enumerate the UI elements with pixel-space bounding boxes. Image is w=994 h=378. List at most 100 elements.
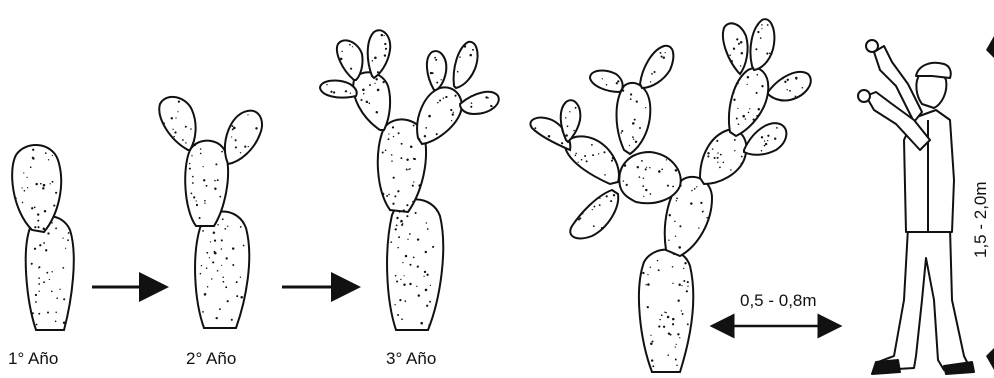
stipple-dot xyxy=(39,244,41,246)
stipple-dot xyxy=(680,185,682,187)
stipple-dot xyxy=(399,211,400,212)
stipple-dot xyxy=(412,201,414,203)
stipple-dot xyxy=(567,125,569,127)
stipple-dot xyxy=(676,365,677,366)
stipple-dot xyxy=(207,286,209,288)
stipple-dot xyxy=(221,239,223,241)
stipple-dot xyxy=(393,136,394,137)
stipple-dot xyxy=(757,31,759,33)
stipple-dot xyxy=(244,146,246,148)
stipple-dot xyxy=(182,139,184,141)
stipple-dot xyxy=(428,115,431,118)
stipple-dot xyxy=(676,344,677,345)
stipple-dot xyxy=(425,289,428,292)
stipple-dot xyxy=(672,266,674,268)
stipple-dot xyxy=(734,150,735,151)
stipple-dot xyxy=(400,220,403,223)
stipple-dot xyxy=(674,193,675,194)
stipple-dot xyxy=(214,180,216,182)
stipple-dot xyxy=(240,152,241,153)
stipple-dot xyxy=(658,269,660,271)
stipple-dot xyxy=(647,283,650,286)
stipple-dot xyxy=(360,99,362,101)
stipple-dot xyxy=(592,154,594,156)
stipple-dot xyxy=(672,186,674,188)
stipple-dot xyxy=(561,142,563,144)
stipple-dot xyxy=(676,198,678,200)
stipple-dot xyxy=(647,306,649,308)
stipple-dot xyxy=(413,125,415,127)
stipple-dot xyxy=(717,152,718,153)
stipple-dot xyxy=(53,205,55,207)
stipple-dot xyxy=(49,279,50,280)
stipple-dot xyxy=(687,323,689,325)
cactus-pad xyxy=(750,19,774,70)
stipple-dot xyxy=(210,241,211,242)
stipple-dot xyxy=(22,202,23,203)
stipple-dot xyxy=(592,209,593,210)
stipple-dot xyxy=(578,161,579,162)
stipple-dot xyxy=(200,273,202,275)
stipple-dot xyxy=(434,57,436,59)
stipple-dot xyxy=(425,127,427,129)
stipple-dot xyxy=(417,238,419,240)
stipple-dot xyxy=(429,301,431,303)
stipple-dot xyxy=(52,155,53,156)
stipple-dot xyxy=(395,275,397,277)
stipple-dot xyxy=(716,140,718,142)
stipple-dot xyxy=(650,266,651,267)
stipple-dot xyxy=(667,354,669,356)
stipple-dot xyxy=(409,264,411,266)
stipple-dot xyxy=(350,93,351,94)
stipple-dot xyxy=(740,65,741,66)
stipple-dot xyxy=(430,72,432,74)
stipple-dot xyxy=(227,226,228,227)
stipple-dot xyxy=(490,105,492,107)
stipple-dot xyxy=(396,217,398,219)
stipple-dot xyxy=(326,84,327,85)
stipple-dot xyxy=(534,127,536,129)
stipple-dot xyxy=(401,143,403,145)
stipple-dot xyxy=(639,127,641,129)
stipple-dot xyxy=(409,233,411,235)
stipple-dot xyxy=(397,190,399,192)
cactus-pad xyxy=(387,199,443,330)
stipple-dot xyxy=(636,100,638,102)
stipple-dot xyxy=(454,95,456,97)
stipple-dot xyxy=(369,84,371,86)
stipple-dot xyxy=(418,294,420,296)
stipple-dot xyxy=(645,168,647,170)
stipple-dot xyxy=(405,255,407,257)
stipple-dot xyxy=(603,151,605,153)
stipple-dot xyxy=(667,316,670,319)
stipple-dot xyxy=(642,272,644,274)
stipple-dot xyxy=(333,91,335,93)
stipple-dot xyxy=(749,108,750,109)
stipple-dot xyxy=(702,211,704,213)
stipple-dot xyxy=(761,85,763,87)
stipple-dot xyxy=(659,319,660,320)
stipple-dot xyxy=(189,163,190,164)
cactus-pad xyxy=(744,123,786,155)
stipple-dot xyxy=(362,89,365,92)
stipple-dot xyxy=(441,79,442,80)
stipple-dot xyxy=(445,96,447,98)
stipple-dot xyxy=(679,225,681,227)
stipple-dot xyxy=(21,187,22,188)
stage-label-year-3: 3° Año xyxy=(386,349,436,368)
stipple-dot xyxy=(675,236,676,237)
height-arrow-top xyxy=(986,36,994,58)
stipple-dot xyxy=(393,177,395,179)
stipple-dot xyxy=(412,185,414,187)
stipple-dot xyxy=(255,127,257,129)
stipple-dot xyxy=(766,53,768,55)
cactus-pad xyxy=(639,250,693,372)
stipple-dot xyxy=(606,84,608,86)
stipple-dot xyxy=(30,166,32,168)
stipple-dot xyxy=(611,160,613,162)
stipple-dot xyxy=(675,359,677,361)
stipple-dot xyxy=(214,252,217,255)
cactus-pad xyxy=(337,40,363,80)
stipple-dot xyxy=(217,224,219,226)
stipple-dot xyxy=(47,232,49,234)
